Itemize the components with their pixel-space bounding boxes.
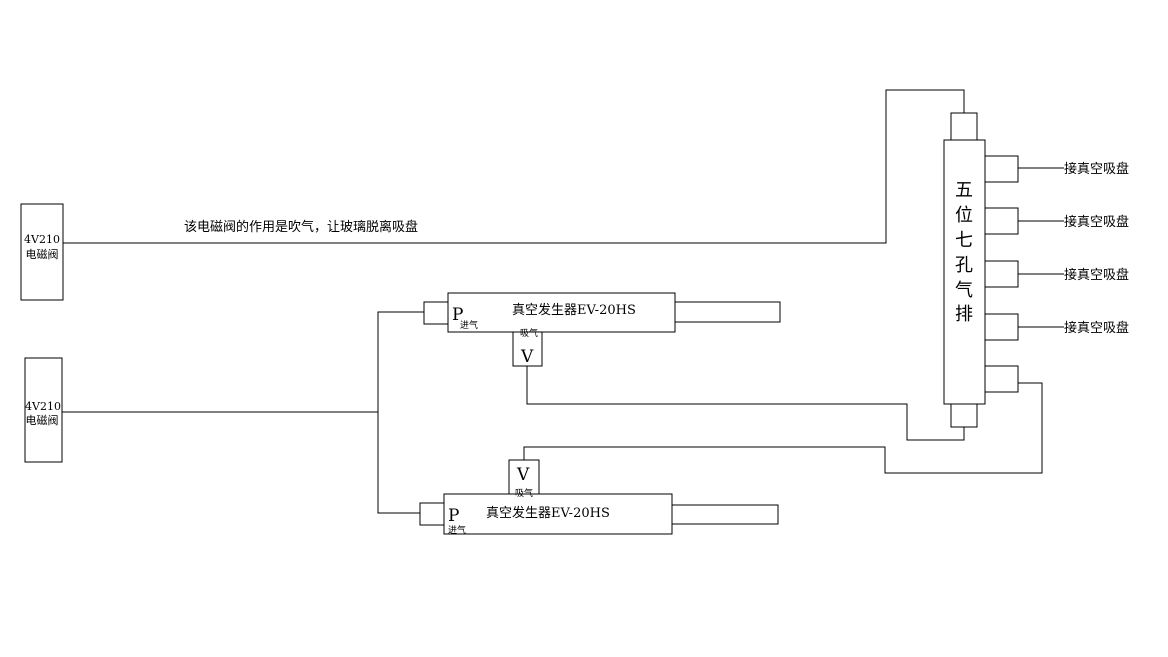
generator-bottom-v-label: 吸气	[515, 487, 533, 499]
generator-bottom-p-label: 进气	[448, 524, 466, 536]
generator-bottom-p-letter: P	[448, 506, 459, 526]
valve-top-model: 4V210	[24, 233, 60, 246]
blow-air-line	[63, 89, 965, 244]
generator-top-v-letter: V	[520, 347, 534, 367]
manifold-char-2: 位	[955, 205, 973, 226]
valve-bottom-name: 电磁阀	[26, 413, 59, 427]
solenoid-valve-bottom: 4V210 电磁阀	[24, 357, 63, 463]
manifold-side-port-5	[984, 365, 1019, 393]
suction-cup-outlets: 接真空吸盘 接真空吸盘 接真空吸盘 接真空吸盘	[1018, 161, 1129, 336]
generator-bottom-inlet-port	[419, 502, 445, 526]
generator-top-body	[447, 292, 676, 333]
manifold-char-1: 五	[955, 180, 973, 201]
manifold-bottom-port	[950, 403, 978, 428]
vacuum-generator-top: 真空发生器EV-20HS P 进气 吸气 V	[423, 292, 781, 367]
valve-bottom-model: 4V210	[25, 400, 61, 413]
air-manifold: 五 位 七 孔 气 排	[943, 112, 1019, 428]
vacuum-generator-bottom: 真空发生器EV-20HS P 进气 V 吸气	[419, 459, 779, 536]
manifold-side-port-4	[984, 313, 1019, 341]
manifold-char-4: 孔	[955, 255, 973, 276]
solenoid-valve-top: 4V210 电磁阀	[20, 203, 64, 301]
manifold-side-port-3	[984, 260, 1019, 288]
generator-top-vacuum-port	[512, 331, 543, 367]
valve-top-name: 电磁阀	[26, 247, 59, 261]
suction-cup-label-2: 接真空吸盘	[1064, 214, 1129, 230]
generator-bottom-vacuum-port	[508, 459, 540, 495]
supply-branch-line	[377, 311, 424, 514]
suction-cup-label-3: 接真空吸盘	[1064, 267, 1129, 283]
generator-bottom-v-letter: V	[516, 465, 530, 485]
manifold-char-5: 气	[955, 280, 973, 301]
manifold-side-port-2	[984, 207, 1019, 235]
suction-cup-label-1: 接真空吸盘	[1064, 161, 1129, 177]
blow-note: 该电磁阀的作用是吹气，让玻璃脱离吸盘	[184, 219, 418, 235]
generator-bottom-exhaust	[671, 504, 779, 525]
manifold-char-6: 排	[955, 304, 973, 325]
vacuum-line-bottom	[523, 382, 1043, 474]
vacuum-line-top	[526, 366, 965, 441]
generator-top-p-label: 进气	[460, 319, 478, 331]
generator-top-exhaust	[674, 301, 781, 323]
manifold-side-port-1	[984, 155, 1019, 183]
suction-cup-label-4: 接真空吸盘	[1064, 320, 1129, 336]
generator-bottom-label: 真空发生器EV-20HS	[486, 505, 610, 521]
manifold-top-port	[950, 112, 978, 141]
generator-top-p-letter: P	[452, 305, 463, 325]
generator-top-label: 真空发生器EV-20HS	[512, 302, 636, 318]
generator-top-v-label: 吸气	[520, 327, 538, 339]
manifold-char-3: 七	[955, 230, 973, 251]
generator-top-inlet-port	[423, 301, 449, 325]
